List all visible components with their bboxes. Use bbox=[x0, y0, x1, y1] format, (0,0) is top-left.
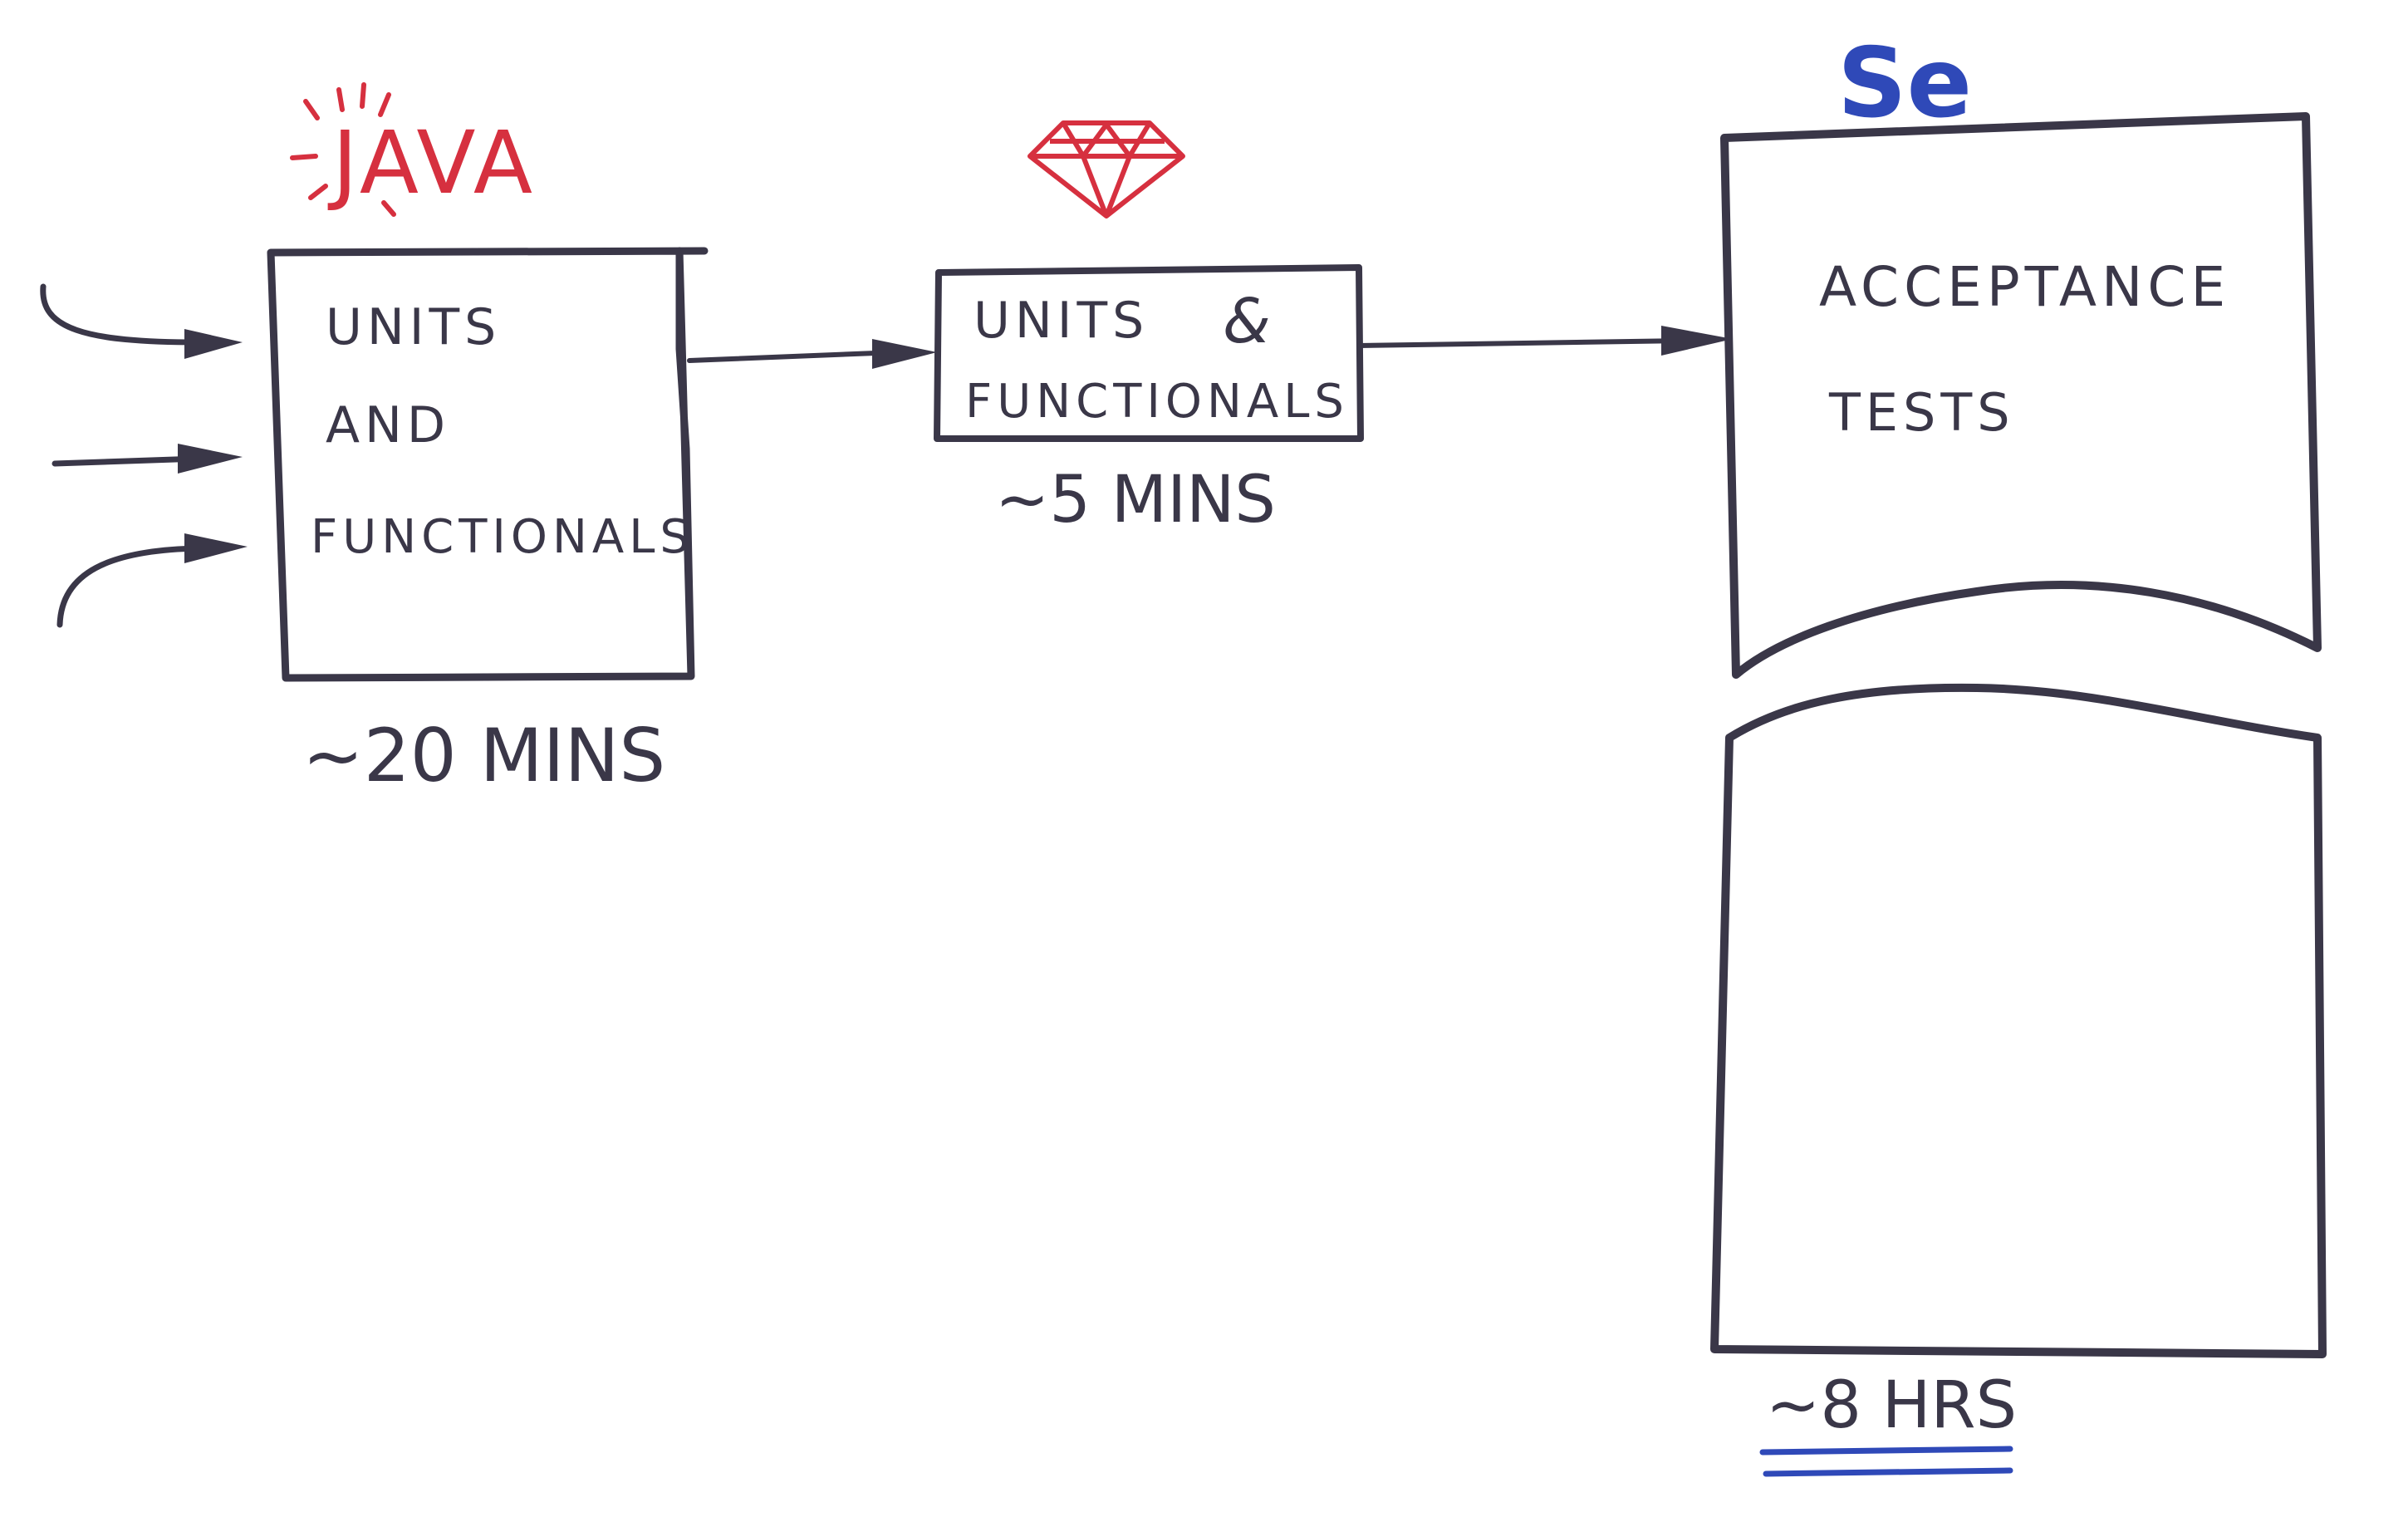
selenium-lower-sheet bbox=[1710, 683, 2327, 1358]
ruby-stage-duration: ~5 MINS bbox=[995, 463, 1276, 538]
java-stage-line-3: FUNCTIONALS bbox=[311, 510, 694, 564]
selenium-duration-underline bbox=[1759, 1446, 2013, 1477]
incoming-arrows bbox=[40, 283, 248, 628]
java-stage-line-1: UNITS bbox=[326, 298, 501, 356]
incoming-arrow-middle-head bbox=[178, 444, 243, 474]
ruby-stage-line-1-left: UNITS bbox=[973, 292, 1149, 350]
java-spark-icon bbox=[290, 82, 396, 217]
stage-selenium: Se ACCEPTANCE TESTS ~8 HRS bbox=[1710, 27, 2327, 1477]
java-stage-duration: ~20 MINS bbox=[302, 713, 665, 798]
stage-ruby: UNITS & FUNCTIONALS ~5 MINS bbox=[934, 120, 1364, 538]
ruby-stage-box bbox=[934, 264, 1364, 442]
selenium-stage-line-1: ACCEPTANCE bbox=[1819, 255, 2230, 319]
selenium-logo-text: Se bbox=[1837, 27, 1972, 140]
arrow-ruby-to-selenium bbox=[1356, 326, 1733, 356]
incoming-arrow-middle bbox=[51, 455, 203, 467]
selenium-stage-line-2: TESTS bbox=[1828, 382, 2015, 443]
incoming-arrow-bottom-head bbox=[184, 533, 248, 563]
incoming-arrow-top bbox=[40, 283, 203, 346]
stage-java: JAVA UNITS AND FUNCTIONALS ~20 MINS bbox=[267, 82, 709, 798]
selenium-upper-sheet bbox=[1720, 112, 2322, 679]
java-stage-line-2: AND bbox=[326, 396, 450, 454]
selenium-stage-duration: ~8 HRS bbox=[1766, 1368, 2017, 1443]
ruby-stage-line-2: FUNCTIONALS bbox=[965, 375, 1349, 429]
ruby-stage-line-1-ampersand: & bbox=[1223, 286, 1271, 357]
incoming-arrow-top-head bbox=[184, 329, 243, 359]
ruby-gem-icon bbox=[1027, 120, 1185, 218]
java-logo: JAVA bbox=[290, 82, 536, 217]
java-stage-box bbox=[267, 247, 709, 682]
java-logo-text: JAVA bbox=[327, 112, 536, 214]
incoming-arrow-bottom bbox=[56, 545, 203, 628]
arrow-java-to-ruby bbox=[687, 339, 937, 369]
